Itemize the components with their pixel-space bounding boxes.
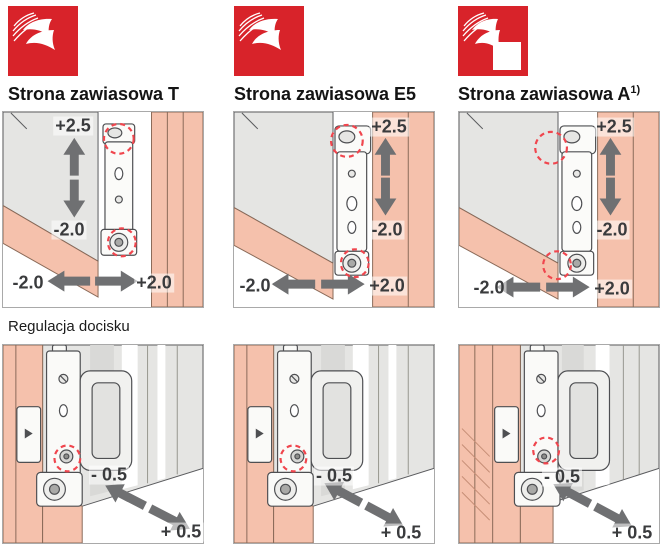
heading-footnote: 1) [630,84,641,96]
heading-text: Strona zawiasowa A [458,84,631,104]
hinge-illustration [100,123,138,256]
horizontal-adjust-arrow [271,273,365,295]
column-heading-a: Strona zawiasowa A1) [458,84,640,105]
diagram-pressure-e5: - 0.5 + 0.5 [233,344,435,544]
hinge-illustration [559,125,597,276]
value-horizontal-plus: +2.0 [592,278,632,299]
diagonal-adjust-arrow [553,482,633,528]
value-horizontal-plus: +2.0 [367,275,407,296]
value-pressure-minus: - 0.5 [313,465,355,486]
diagram-hinge-side-e5: +2.5 -2.0 -2.0 +2.0 [233,111,435,308]
horizontal-adjust-arrow [47,270,138,292]
value-vertical-plus: +2.5 [369,116,409,137]
horizontal-adjust-arrow [496,276,590,298]
screw-marker-circle [534,130,569,165]
screw-marker-circle [106,227,137,258]
hatch-lines [461,428,491,521]
window-frame-graphic [234,112,434,307]
brand-logo-icon [234,6,304,76]
value-horizontal-minus: -2.0 [237,275,273,296]
value-pressure-plus: + 0.5 [609,522,655,543]
value-horizontal-plus: +2.0 [134,272,174,293]
value-horizontal-minus: -2.0 [10,272,46,293]
pressure-e5-illustration [234,345,434,543]
heading-text: Strona zawiasowa E5 [234,84,417,104]
value-pressure-plus: + 0.5 [158,521,204,542]
diagram-hinge-side-t: +2.5 -2.0 -2.0 +2.0 [2,111,204,308]
diagonal-adjust-arrow [324,481,404,527]
hinge-side-e5-illustration [234,112,434,307]
screw-marker-circle [532,436,561,465]
section-title-pressure: Regulacja docisku [8,318,130,335]
diagram-hinge-side-a: +2.5 -2.0 -2.0 +2.0 [458,111,660,308]
hinge-side-a-illustration [459,112,659,307]
screw-marker-circle [102,122,135,155]
value-pressure-minus: - 0.5 [88,464,130,485]
value-horizontal-minus: -2.0 [471,277,507,298]
column-heading-t: Strona zawiasowa T [8,84,179,105]
value-pressure-minus: - 0.5 [541,466,583,487]
value-vertical-minus: -2.0 [369,219,405,240]
vertical-adjust-arrow [374,137,397,216]
screw-marker-circle [542,250,572,281]
screw-marker-circle [339,248,370,279]
diagram-pressure-a: - 0.5 + 0.5 [458,344,660,544]
value-vertical-minus: -2.0 [594,219,630,240]
hinge-illustration [334,125,372,276]
vertical-adjust-arrow [63,137,86,218]
pressure-t-illustration [3,345,203,543]
brand-logo-icon [8,6,78,76]
screw-marker-circle [279,444,308,473]
vertical-adjust-arrow [599,137,622,216]
value-vertical-plus: +2.5 [594,116,634,137]
pressure-a-illustration [459,345,659,543]
value-vertical-minus: -2.0 [51,219,87,240]
value-vertical-plus: +2.5 [53,115,93,136]
brand-logo-checker-icon [458,6,528,76]
heading-text: Strona zawiasowa T [8,84,180,104]
screw-marker-circle [329,123,364,158]
column-heading-e5: Strona zawiasowa E5 [234,84,416,105]
value-pressure-plus: + 0.5 [378,522,424,543]
screw-marker-circle [53,444,82,473]
diagram-pressure-t: - 0.5 + 0.5 [2,344,204,544]
